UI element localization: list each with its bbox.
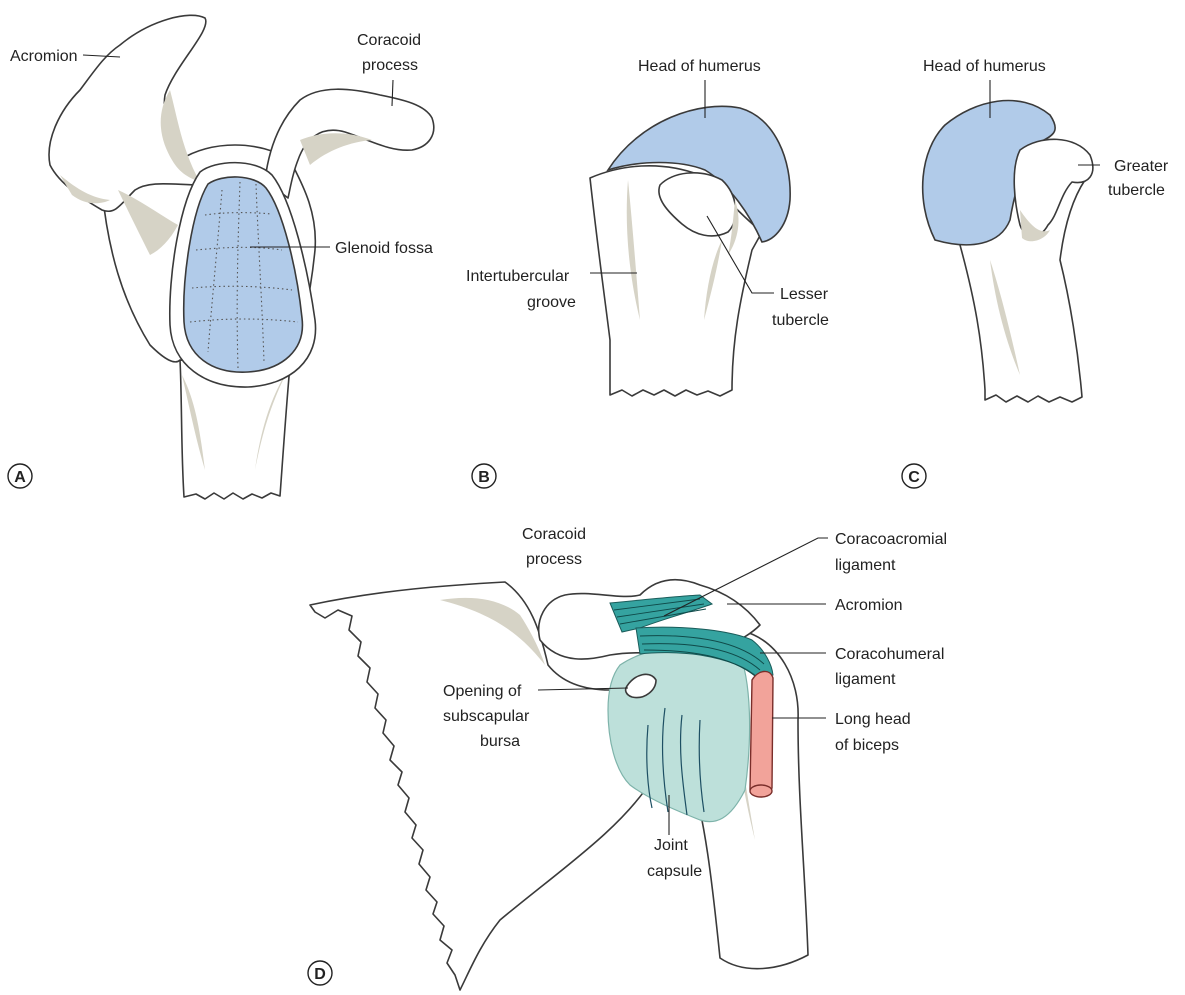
d-capsule-label-2: capsule: [647, 863, 702, 880]
a-acromion-label: Acromion: [10, 48, 78, 65]
panel-a-scapula: Acromion Coracoid process Glenoid fossa …: [8, 15, 434, 499]
c-head-label: Head of humerus: [923, 58, 1046, 75]
panel-c-label: C: [902, 464, 926, 488]
biceps-cut-end: [750, 785, 772, 797]
svg-text:A: A: [14, 469, 26, 486]
panel-a-label: A: [8, 464, 32, 488]
b-groove-label-2: groove: [527, 294, 576, 311]
d-cal-label-2: ligament: [835, 557, 896, 574]
d-bursa-label-3: bursa: [480, 733, 520, 750]
d-chl-label-1: Coracohumeral: [835, 646, 944, 663]
d-chl-label-2: ligament: [835, 671, 896, 688]
a-coracoid-label-2: process: [362, 57, 418, 74]
d-bursa-label-1: Opening of: [443, 683, 522, 700]
svg-text:D: D: [314, 966, 326, 983]
a-glenoid-label: Glenoid fossa: [335, 240, 433, 257]
coracoid-shadow: [300, 133, 372, 165]
panel-d-label: D: [308, 961, 332, 985]
a-coracoid-label-1: Coracoid: [357, 32, 421, 49]
d-cal-label-1: Coracoacromial: [835, 531, 947, 548]
b-lesser-label-1: Lesser: [780, 286, 829, 303]
long-head-of-biceps: [750, 671, 773, 795]
b-head-label: Head of humerus: [638, 58, 761, 75]
panel-b-humerus-anterior: Head of humerus Intertubercular groove L…: [466, 58, 829, 488]
b-groove-label-1: Intertubercular: [466, 268, 570, 285]
c-greater-label-1: Greater: [1114, 158, 1169, 175]
d-coracoid-label-1: Coracoid: [522, 526, 586, 543]
svg-text:B: B: [478, 469, 490, 486]
d-capsule-label-1: Joint: [654, 837, 688, 854]
svg-text:C: C: [908, 469, 920, 486]
d-coracoid-label-2: process: [526, 551, 582, 568]
panel-c-humerus-lateral: Head of humerus Greater tubercle C: [902, 58, 1169, 488]
d-biceps-label-2: of biceps: [835, 737, 899, 754]
panel-b-label: B: [472, 464, 496, 488]
d-bursa-label-2: subscapular: [443, 708, 530, 725]
b-lesser-label-2: tubercle: [772, 312, 829, 329]
panel-d-shoulder-joint: Coracoid process Coracoacromial ligament…: [308, 526, 947, 990]
c-greater-label-2: tubercle: [1108, 182, 1165, 199]
acromion: [49, 15, 206, 211]
d-biceps-label-1: Long head: [835, 711, 911, 728]
d-acromion-label: Acromion: [835, 597, 903, 614]
